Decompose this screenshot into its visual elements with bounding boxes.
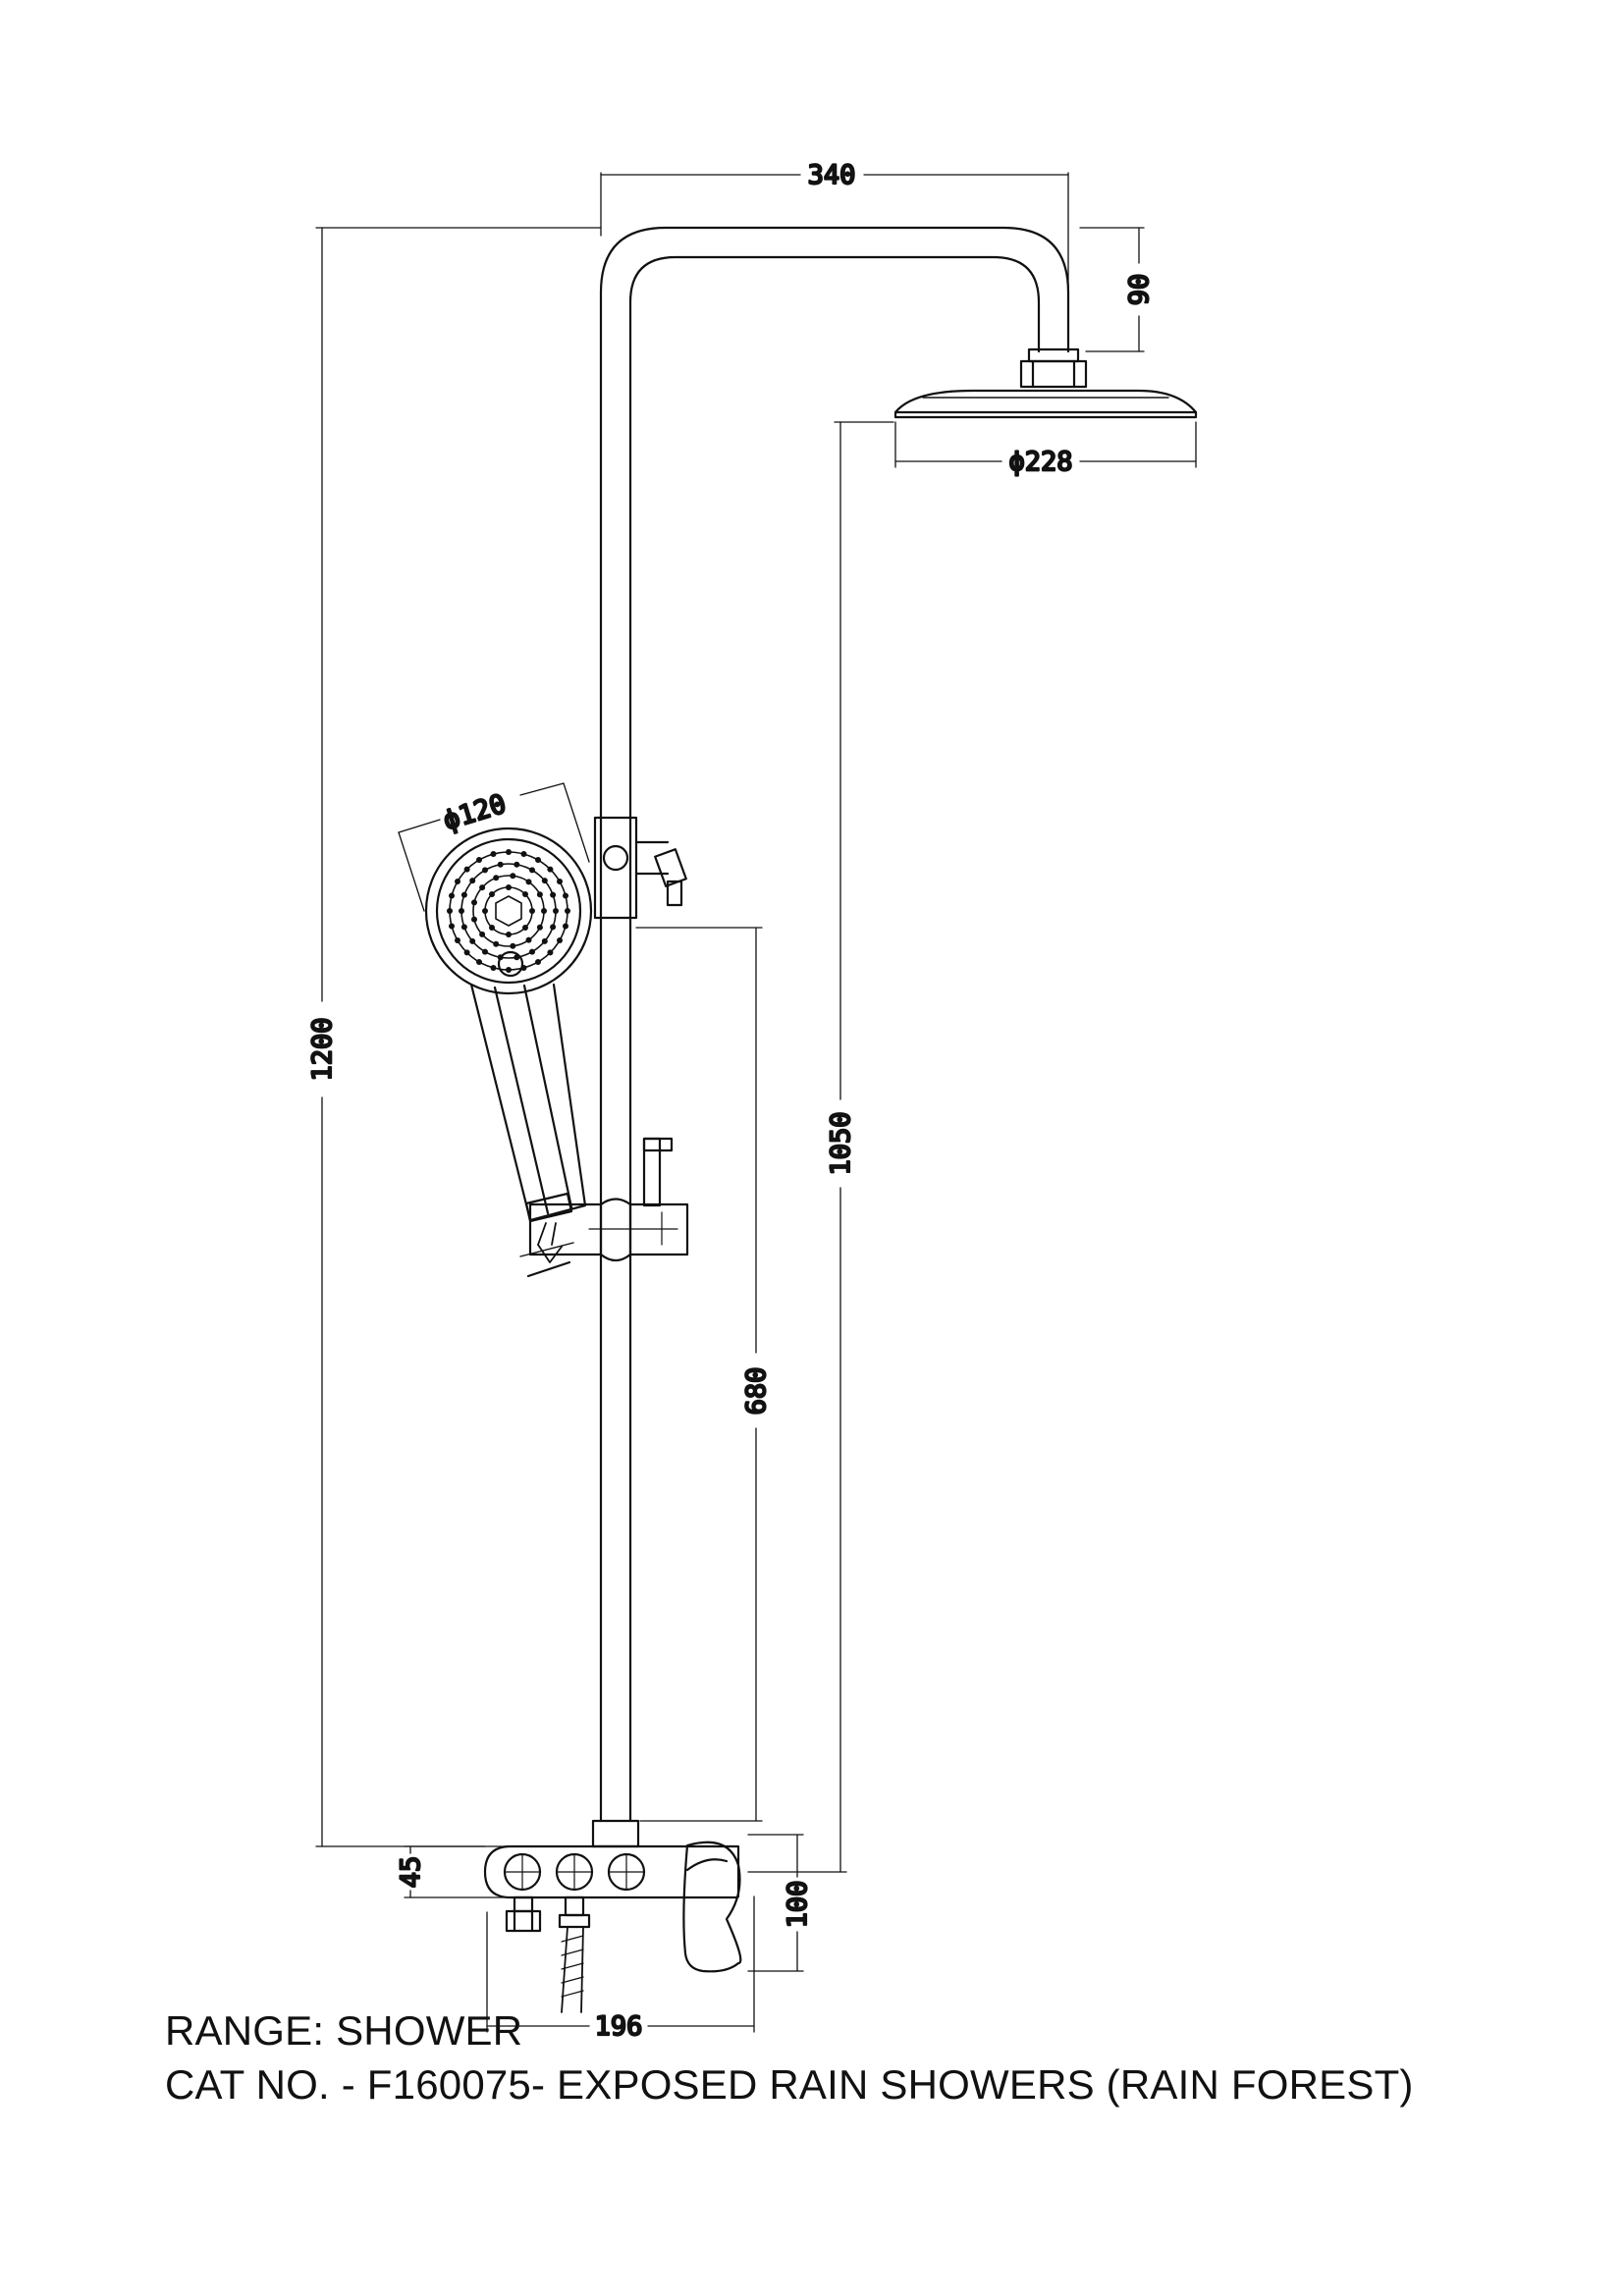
nozzle-dot [529, 948, 535, 955]
nozzle-dot [476, 857, 482, 863]
range-label: RANGE: SHOWER [165, 2007, 523, 2054]
dim-rain-head-diameter: ϕ228 [1008, 447, 1072, 477]
nozzle-dot [497, 861, 504, 868]
nozzle-dot [522, 891, 528, 897]
nozzle-dot [489, 891, 495, 897]
nozzle-dot [479, 931, 486, 937]
nozzle-dot [493, 940, 500, 947]
nozzle-dot [490, 965, 497, 971]
nozzle-dot [547, 866, 554, 873]
nozzle-dot [493, 875, 500, 881]
nozzle-dot [482, 867, 488, 874]
nozzle-dot [460, 891, 467, 898]
nozzle-dot [535, 959, 541, 965]
nozzle-dot [563, 923, 568, 930]
nozzle-dot [506, 967, 512, 973]
nozzle-dot [557, 879, 563, 884]
top-diverter-bracket [593, 816, 687, 920]
dim-arm-projection: 340 [808, 160, 856, 190]
nozzle-dot [520, 851, 527, 857]
nozzle-dot [479, 884, 486, 891]
nozzle-dot [510, 873, 516, 880]
bottom-outlets [505, 1896, 591, 2013]
nozzle-dot [459, 908, 464, 914]
nozzle-dot [557, 937, 563, 943]
nozzle-dot [455, 937, 460, 943]
nozzle-dot [541, 878, 548, 884]
nozzle-dot [476, 959, 482, 965]
nozzle-dot [525, 879, 532, 885]
hand-shower [424, 827, 593, 1278]
nozzle-dot [536, 924, 543, 931]
dimension-lines [315, 172, 1197, 2033]
nozzle-dot [529, 908, 535, 914]
nozzle-dot [463, 949, 470, 956]
dim-rain-head-height: 1050 [826, 1111, 856, 1175]
nozzle-dot [489, 925, 495, 931]
dim-head-drop: 90 [1124, 274, 1155, 306]
nozzle-dot [565, 908, 570, 914]
nozzle-dot [525, 936, 532, 943]
nozzle-dot [469, 937, 476, 944]
nozzle-dot [455, 879, 460, 884]
nozzle-dot [506, 884, 512, 890]
nozzle-dot [547, 949, 554, 956]
nozzle-dot [514, 954, 520, 961]
nozzle-dot [471, 916, 477, 923]
nozzle-dot [490, 851, 497, 857]
nozzle-dot [536, 891, 543, 898]
nozzle-dot [550, 891, 557, 898]
dim-mixer-width: 196 [595, 2011, 643, 2042]
nozzle-dot [482, 948, 488, 955]
nozzle-dot [541, 937, 548, 944]
nozzle-dot [449, 892, 455, 899]
riser-pipe-and-arm [599, 226, 1088, 1823]
mixer-body [483, 1819, 742, 1973]
nozzle-dot [506, 932, 512, 937]
nozzle-dot [535, 857, 541, 863]
nozzle-dot [469, 878, 476, 884]
nozzle-dot [550, 924, 557, 931]
nozzle-dot [460, 924, 467, 931]
nozzle-dot [520, 965, 527, 971]
nozzle-dot [463, 866, 470, 873]
nozzle-dot [449, 923, 455, 930]
nozzle-dot [529, 867, 535, 874]
dim-mixer-height: 100 [783, 1881, 813, 1929]
nozzle-dot [541, 908, 547, 914]
sliding-holder [528, 1137, 689, 1262]
nozzle-dot [506, 849, 512, 855]
nozzle-dot [553, 908, 559, 914]
dim-holder-height: 680 [741, 1367, 772, 1415]
nozzle-dot [447, 908, 453, 914]
nozzle-dot [471, 899, 477, 906]
rain-shower-head [893, 389, 1198, 419]
nozzle-dot [522, 925, 528, 931]
dim-outlet-offset: 45 [396, 1856, 426, 1889]
nozzle-dot [563, 892, 568, 899]
nozzle-dot [510, 942, 516, 949]
nozzle-dot [497, 954, 504, 961]
nozzle-dot [482, 908, 488, 914]
nozzle-dot [514, 861, 520, 868]
catalogue-number-label: CAT NO. - F160075- EXPOSED RAIN SHOWERS … [165, 2061, 1414, 2108]
dim-overall-height: 1200 [307, 1017, 338, 1081]
